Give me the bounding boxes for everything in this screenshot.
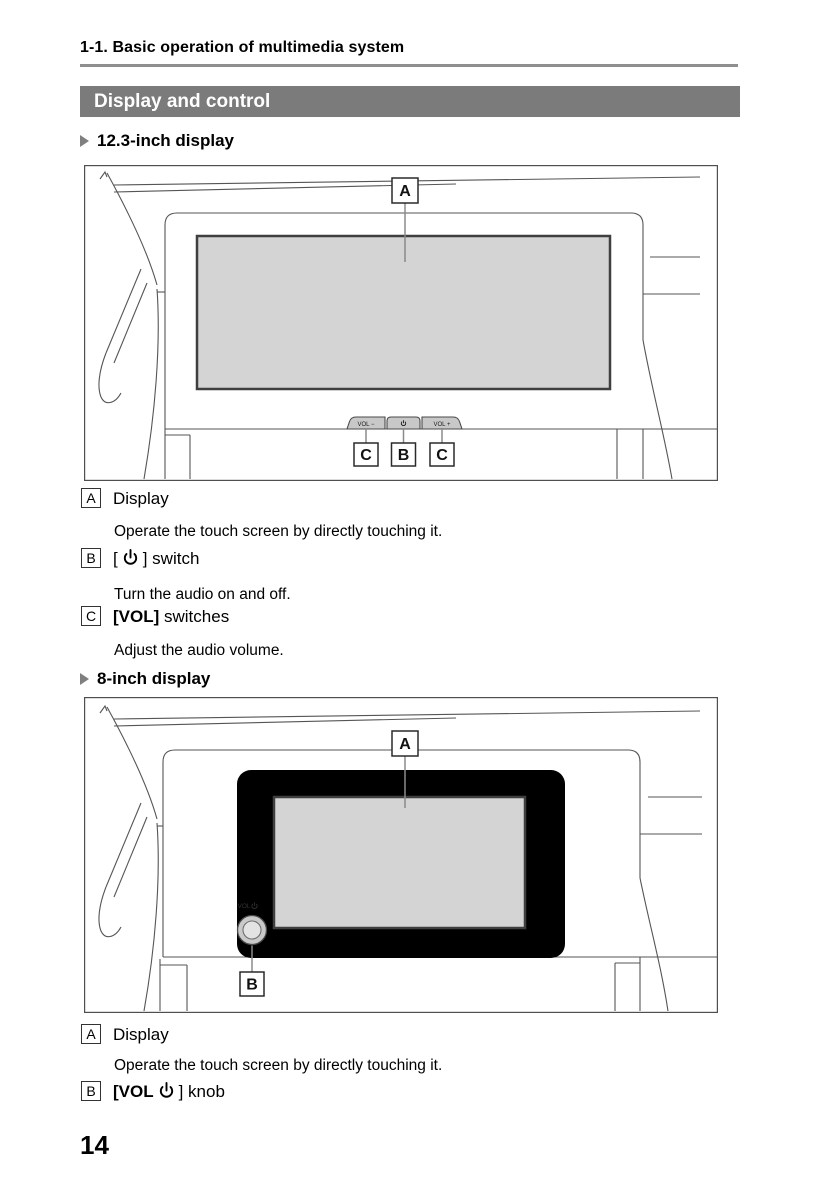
callout-box-a [391, 730, 419, 757]
legend-title-display: Display [113, 1025, 169, 1044]
vol-plus-button [421, 416, 463, 430]
vol-bold: [VOL] [113, 607, 160, 626]
legend-item-vol-knob: B [VOL ] knob [81, 1081, 225, 1102]
power-icon [251, 902, 258, 909]
legend-key-c: C [81, 606, 101, 626]
legend-key-a: A [81, 1024, 101, 1044]
callout-letter-c-left: C [360, 447, 372, 464]
display-bezel [164, 212, 644, 429]
section-banner: Display and control [80, 86, 740, 117]
legend-item-display-2: A Display [81, 1024, 169, 1045]
callout-letter-c-right: C [436, 447, 448, 464]
touchscreen-display [272, 795, 527, 930]
legend-desc-display-1: Operate the touch screen by directly tou… [114, 523, 443, 540]
callout-box-c-left [353, 442, 379, 467]
diagram-12-inch-display: VOL − VOL + C B C A [84, 165, 718, 481]
bracket-open: [ [113, 549, 118, 568]
triangle-bullet-icon [80, 135, 89, 147]
legend-title-vol-knob: [VOL ] knob [113, 1081, 225, 1102]
callout-box-c-right [429, 442, 455, 467]
legend-item-power-switch: B [ ] switch [81, 548, 199, 569]
a-pillar-line [106, 706, 158, 820]
a-pillar-line [106, 172, 158, 286]
callout-letter-a: A [399, 736, 411, 753]
callout-box-b [239, 971, 265, 997]
callout-letter-b: B [246, 977, 258, 994]
callout-letter-b: B [398, 447, 410, 464]
volume-power-knob-center [242, 920, 262, 940]
page-number: 14 [80, 1130, 109, 1160]
header-rule [80, 64, 738, 67]
button-cluster: VOL − VOL + [346, 416, 463, 430]
legend-desc-power-switch: Turn the audio on and off. [114, 586, 291, 603]
vol-bold: [VOL [113, 1082, 154, 1101]
knob-vol-label: VOL [237, 903, 250, 910]
heading-8-inch-display: 8-inch display [80, 669, 210, 689]
heading-12-inch-display: 12.3-inch display [80, 131, 234, 151]
legend-title-vol-switches: [VOL] switches [113, 606, 229, 627]
power-icon [400, 420, 407, 426]
legend-key-b: B [81, 548, 101, 568]
power-icon [159, 1082, 173, 1098]
breadcrumb: 1-1. Basic operation of multimedia syste… [80, 39, 405, 56]
heading-label: 12.3-inch display [97, 131, 234, 150]
legend-key-a: A [81, 488, 101, 508]
vol-plus-label: VOL + [434, 422, 451, 428]
switch-suffix: ] switch [142, 549, 200, 568]
legend-title-power-switch: [ ] switch [113, 548, 199, 569]
knob-suffix: ] knob [178, 1082, 225, 1101]
callout-letter-a: A [399, 183, 411, 200]
legend-desc-vol-switches: Adjust the audio volume. [114, 642, 284, 659]
heading-label: 8-inch display [97, 669, 211, 688]
callout-box-b [390, 442, 417, 467]
switches-suffix: switches [159, 607, 230, 626]
legend-item-vol-switches: C [VOL] switches [81, 606, 229, 627]
vol-minus-label: VOL − [358, 422, 375, 428]
diagram-8-inch-display: VOL B A [84, 697, 718, 1013]
legend-desc-display-2: Operate the touch screen by directly tou… [114, 1057, 443, 1074]
power-icon [123, 549, 137, 565]
legend-item-display-1: A Display [81, 488, 169, 509]
triangle-bullet-icon [80, 673, 89, 685]
callout-box-a [391, 177, 419, 204]
legend-key-b: B [81, 1081, 101, 1101]
legend-title-display: Display [113, 489, 169, 508]
vol-minus-button [346, 416, 386, 430]
touchscreen-display [195, 234, 612, 391]
